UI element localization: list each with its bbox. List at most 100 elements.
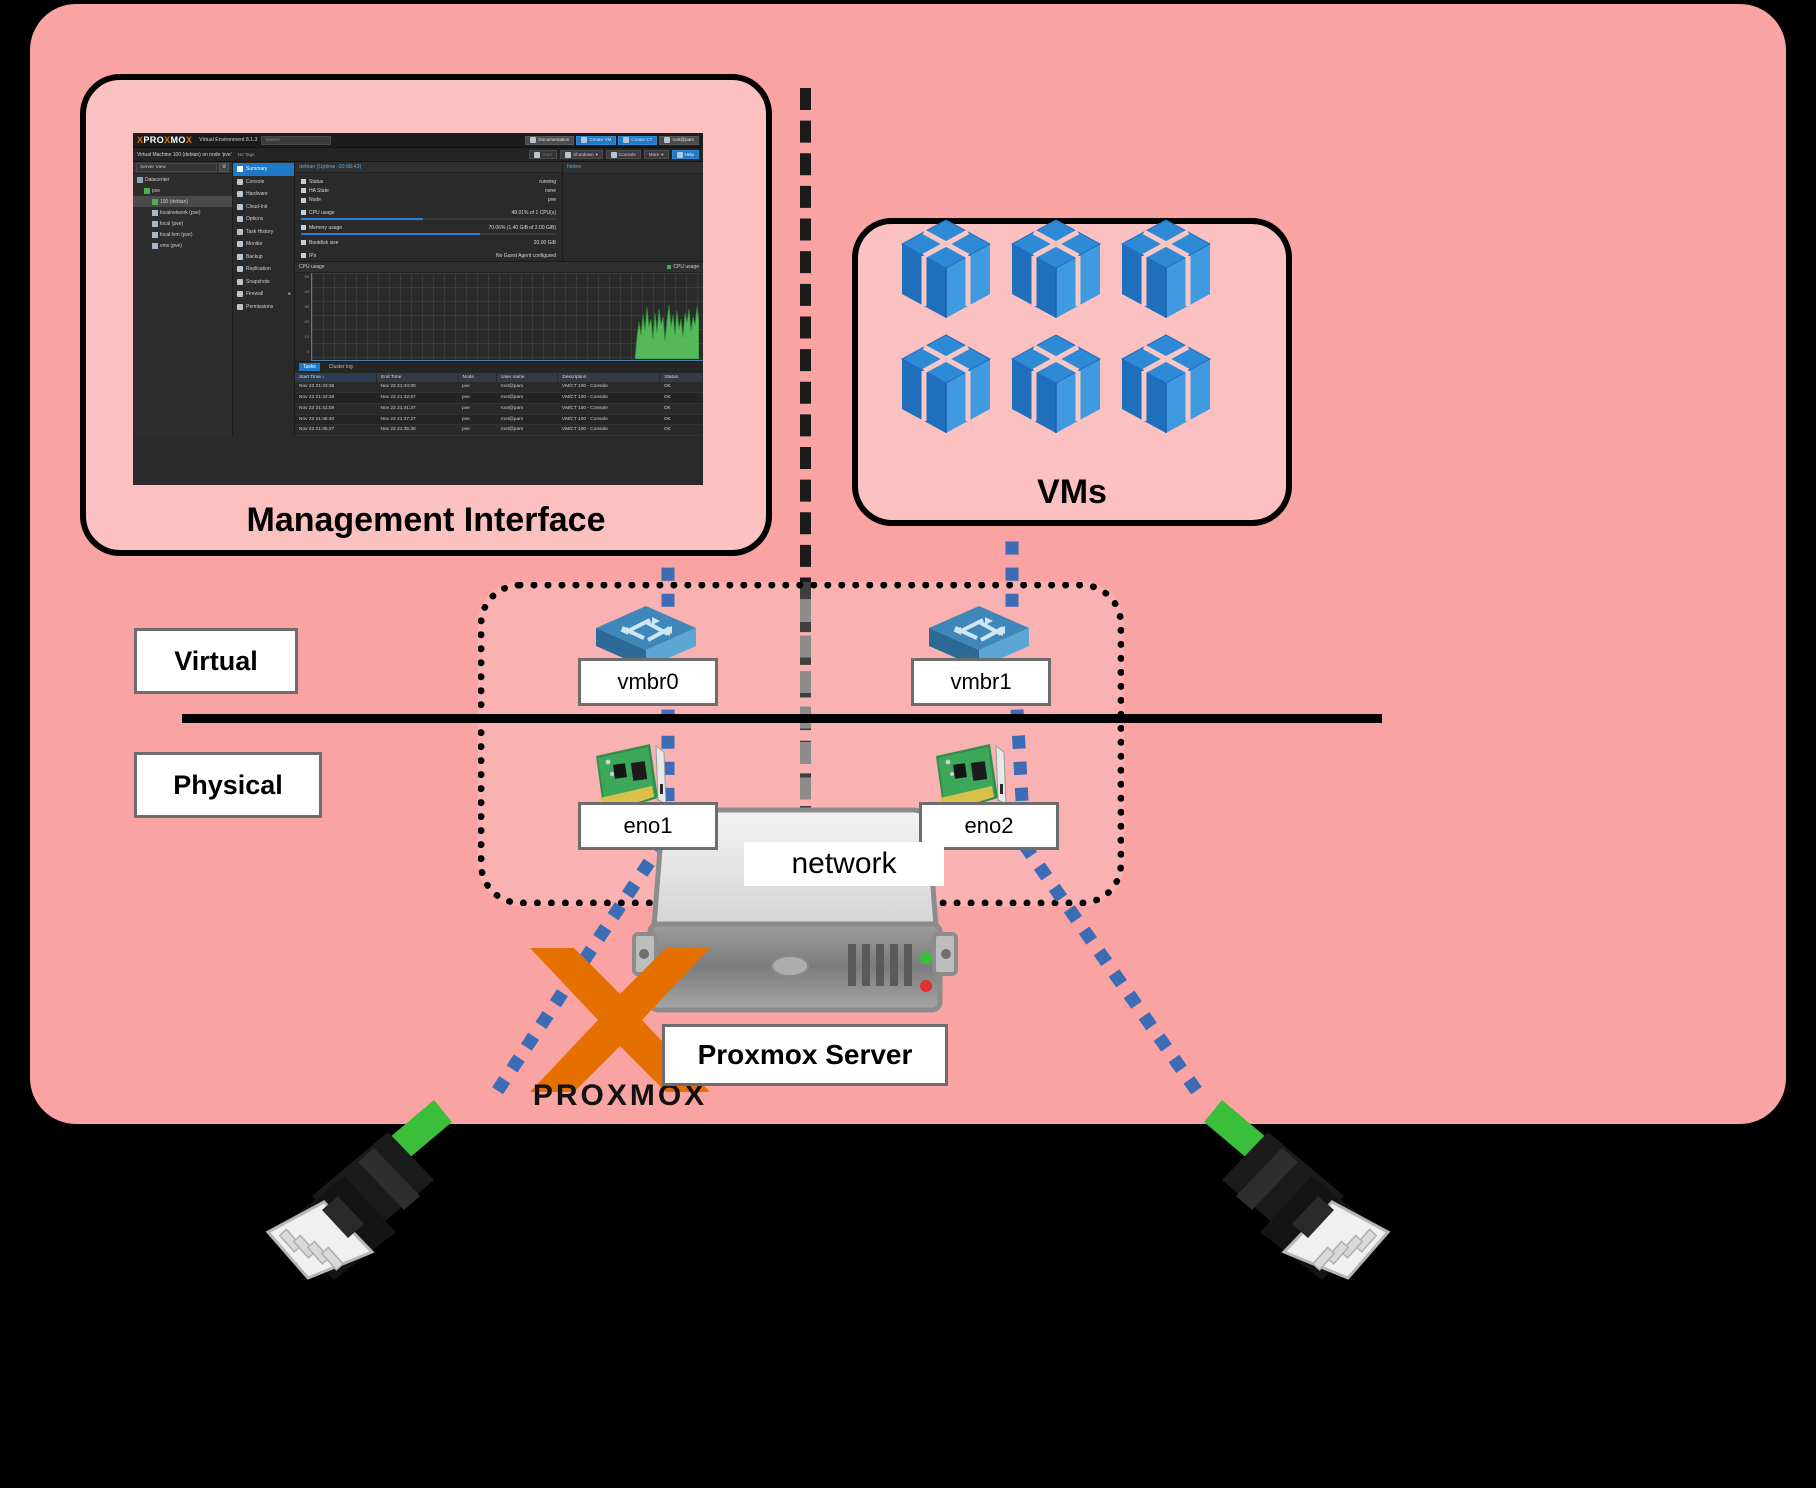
menu-item-hardware[interactable]: Hardware (233, 188, 294, 201)
help-button[interactable]: Help (671, 150, 699, 159)
col-node[interactable]: Node (458, 372, 498, 383)
monitor-icon (581, 137, 588, 143)
gear-icon[interactable]: ⚙ (219, 163, 229, 172)
notes-card: Notes (563, 162, 703, 261)
col-user-name[interactable]: User name (496, 372, 559, 383)
table-row[interactable]: Nov 23 21:42:26 Nov 23 21:42:57 pve root… (295, 392, 703, 404)
console-button[interactable]: Console (605, 150, 641, 159)
summary-memory-row: Memory usage 70.06% (1.40 GiB of 2.00 Gi… (295, 223, 562, 232)
vertical-divider-black (800, 88, 811, 828)
pve-bottom-panel: Tasks Cluster log Start Time ↓ End Time … (295, 360, 703, 436)
tree-item-vms[interactable]: vms (pve) (133, 240, 232, 251)
memory-usage-bar (301, 232, 556, 236)
bottom-tabs: Tasks Cluster log (295, 361, 703, 373)
summary-cpu-row: CPU usage 48.01% of 1 CPU(s) (295, 208, 562, 217)
virtual-physical-separator (182, 714, 1382, 723)
network-icon (152, 209, 158, 216)
tasks-table-header: Start Time ↓ End Time Node User name Des… (295, 372, 703, 383)
menu-item-backup[interactable]: Backup (233, 251, 294, 264)
label-network: network (744, 842, 944, 886)
server-view-label[interactable]: Server View (136, 163, 217, 172)
table-row[interactable]: Nov 23 21:35:27 Nov 23 21:35:35 pve root… (295, 424, 703, 436)
ethernet-plug-left (265, 1100, 452, 1280)
label-proxmox-server: Proxmox Server (662, 1024, 948, 1086)
user-menu-button[interactable]: root@pam (659, 135, 699, 145)
cpu-icon (301, 210, 306, 216)
menu-item-replication[interactable]: Replication (233, 263, 294, 276)
summary-ips-row: IPs No Guest Agent configured (295, 251, 562, 260)
tab-cluster-log[interactable]: Cluster log (328, 364, 353, 370)
menu-item-options[interactable]: Options (233, 213, 294, 226)
summary-card: debian (Uptime: 00:08:43) Status running… (295, 162, 563, 261)
tree-item-pve[interactable]: pve (133, 185, 232, 196)
box-icon (623, 137, 630, 143)
label-vmbr0: vmbr0 (578, 658, 718, 706)
label-eno1: eno1 (578, 802, 718, 850)
table-row[interactable]: Nov 23 21:41:09 Nov 23 21:41:37 pve root… (295, 403, 703, 415)
vm-cube-1 (902, 220, 990, 318)
tasks-icon (237, 228, 243, 235)
hardware-icon (237, 191, 243, 198)
menu-item-permissions[interactable]: Permissions (233, 301, 294, 314)
tree-item-local[interactable]: local (pve) (133, 218, 232, 229)
col-description[interactable]: Description (557, 372, 661, 383)
table-row[interactable]: Nov 23 21:35:40 Nov 23 21:37:27 pve root… (295, 414, 703, 426)
menu-item-monitor[interactable]: Monitor (233, 238, 294, 251)
chart-y-axis: 50 40 30 20 10 0 (304, 273, 309, 354)
snapshot-icon (237, 278, 243, 285)
menu-item-firewall[interactable]: Firewall ▸ (233, 288, 294, 301)
tags-label[interactable]: No Tags (237, 151, 255, 157)
menu-item-cloud-init[interactable]: Cloud-Init (233, 201, 294, 214)
cpu-usage-chart-card: CPU usage CPU usage 50 40 30 20 10 (295, 260, 703, 361)
summary-row: debian (Uptime: 00:08:43) Status running… (295, 162, 703, 261)
chevron-down-icon[interactable]: ▾ (595, 151, 598, 157)
tree-item-local-lvm[interactable]: local-lvm (pve) (133, 229, 232, 240)
chevron-down-icon[interactable]: ▾ (661, 151, 664, 157)
vm-cube-2 (1012, 220, 1100, 318)
tab-tasks[interactable]: Tasks (299, 363, 320, 371)
cloud-icon (237, 203, 243, 210)
more-button[interactable]: More ▾ (643, 150, 669, 159)
menu-item-task-history[interactable]: Task History (233, 226, 294, 239)
table-row[interactable]: Nov 23 21:43:36 Nov 23 21:44:08 pve root… (295, 382, 703, 394)
vm-cube-4 (902, 335, 990, 433)
summary-bootdisk-row: Bootdisk size 20.00 GiB (295, 238, 562, 247)
col-status[interactable]: Status (659, 372, 703, 383)
vm-menu: Summary Console Hardware Cloud-Init Opti… (233, 162, 295, 436)
monitor-icon (237, 241, 243, 248)
book-icon (530, 137, 537, 143)
tree-item-localnetwork[interactable]: localnetwork (pve) (133, 207, 232, 218)
storage-icon (152, 220, 158, 227)
col-start-time[interactable]: Start Time ↓ (295, 372, 378, 383)
label-virtual: Virtual (134, 628, 298, 694)
menu-item-console[interactable]: Console (233, 176, 294, 189)
tree-view-selector[interactable]: Server View ⚙ (133, 162, 232, 174)
chart-header: CPU usage CPU usage (295, 261, 703, 273)
ethernet-plug-right (1204, 1100, 1391, 1280)
cpu-usage-bar (301, 217, 556, 221)
menu-item-summary[interactable]: Summary (233, 163, 294, 176)
summary-card-header: debian (Uptime: 00:08:43) (295, 162, 562, 174)
create-ct-button[interactable]: Create CT (618, 135, 658, 145)
summary-status-row: Status running (295, 177, 562, 186)
search-input[interactable]: Search (261, 135, 332, 145)
tree-item-vm-100[interactable]: 100 (debian) (133, 196, 232, 207)
breadcrumb: Virtual Machine 100 (debian) on node 'pv… (137, 151, 232, 158)
info-icon (301, 179, 306, 184)
create-vm-button[interactable]: Create VM (576, 135, 617, 145)
storage-icon (152, 231, 158, 238)
chart-legend: CPU usage (667, 264, 699, 270)
tree-item-datacenter[interactable]: Datacenter (133, 174, 232, 185)
start-button[interactable]: Start (529, 150, 558, 159)
chevron-right-icon: ▸ (288, 291, 291, 298)
permissions-icon (237, 303, 243, 310)
menu-item-snapshots[interactable]: Snapshots (233, 276, 294, 289)
console-icon (237, 178, 243, 185)
col-end-time[interactable]: End Time (376, 372, 459, 383)
firewall-icon (237, 291, 243, 298)
shutdown-button[interactable]: Shutdown ▾ (560, 150, 603, 159)
documentation-button[interactable]: Documentation (525, 135, 575, 145)
